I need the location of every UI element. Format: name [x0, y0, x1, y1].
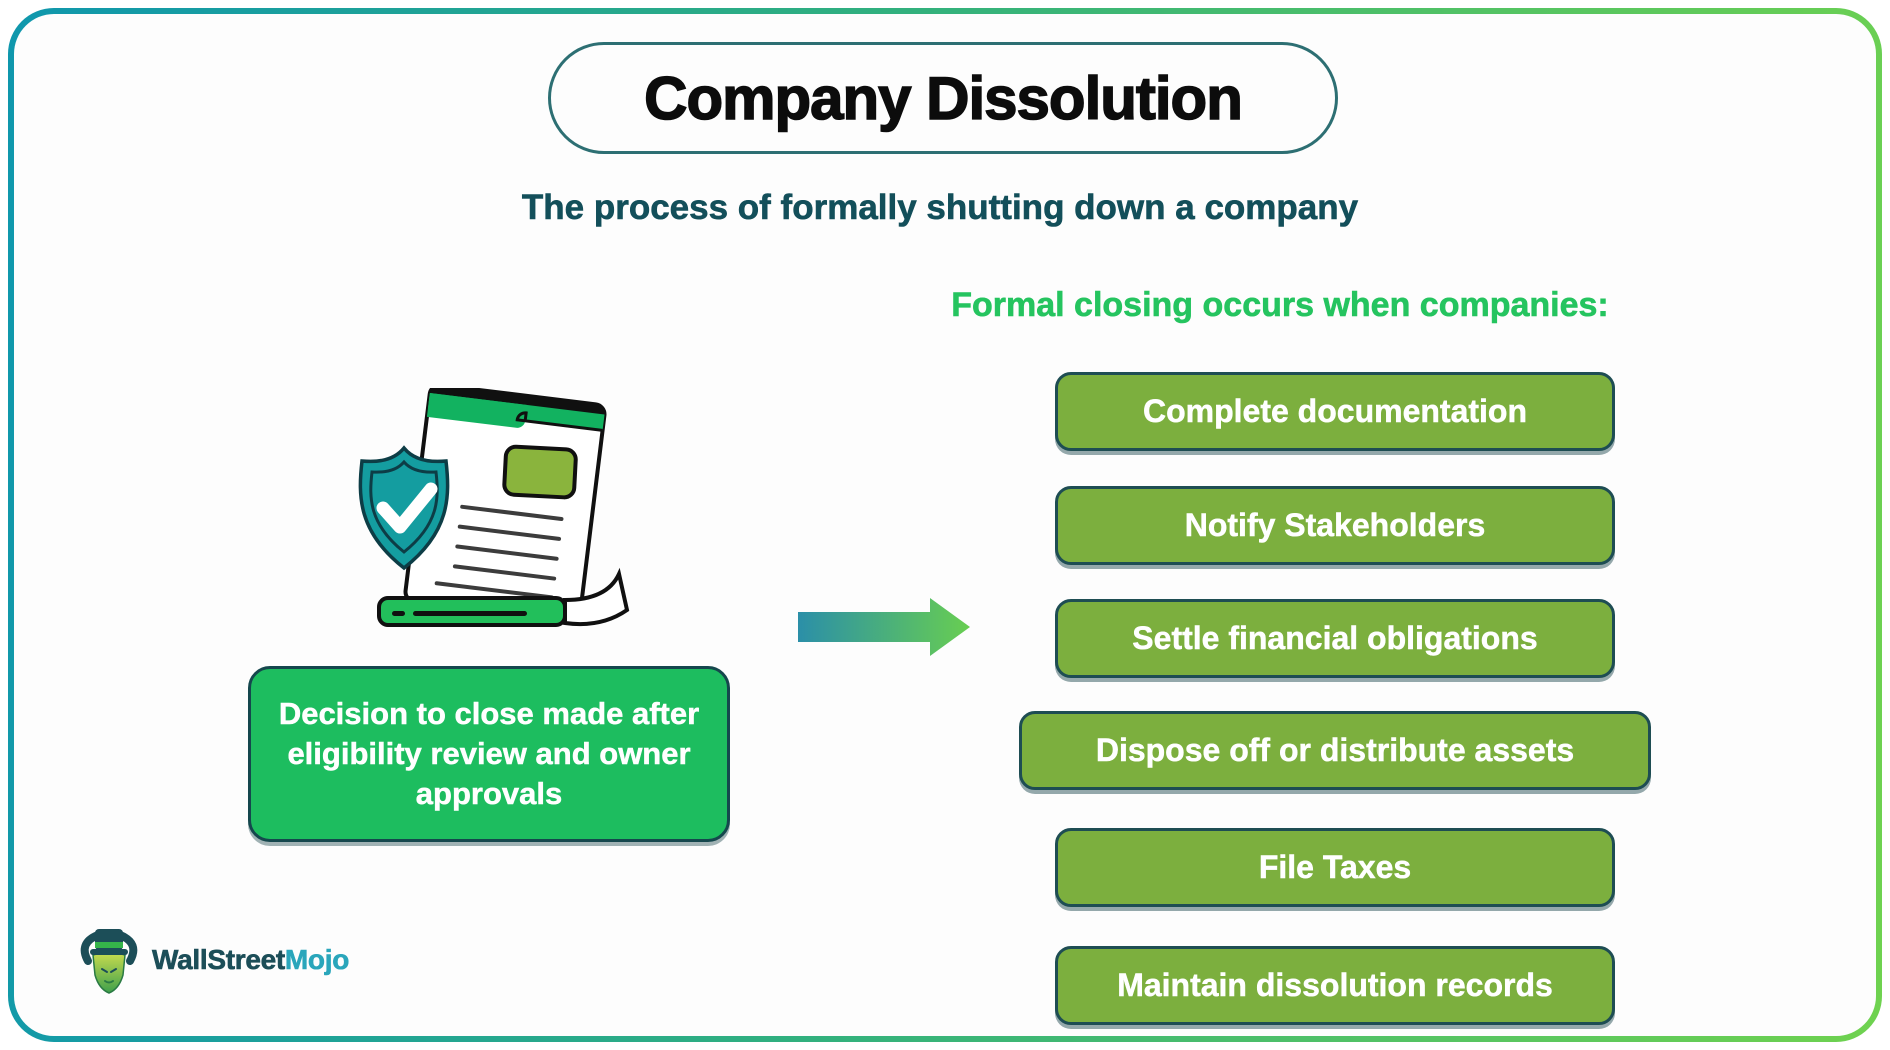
document-sheet [403, 388, 607, 623]
flow-arrow-icon [798, 598, 970, 656]
checklist-item-maintain-dissolution-records: Maintain dissolution records [1055, 946, 1615, 1025]
verified-document-icon [358, 388, 630, 627]
page-title: Company Dissolution [643, 64, 1243, 133]
shield-check-icon [358, 445, 450, 571]
brand-name-secondary: Mojo [284, 944, 350, 976]
checklist-heading: Formal closing occurs when companies: [951, 286, 1609, 325]
checklist-item-notify-stakeholders: Notify Stakeholders [1055, 486, 1615, 565]
decision-note-box: Decision to close made after eligibility… [248, 666, 730, 842]
checklist-item-settle-financial-obligations: Settle financial obligations [1055, 599, 1615, 678]
brand-name: WallStreetMojo [152, 944, 350, 976]
checklist-item-dispose-or-distribute-assets: Dispose off or distribute assets [1019, 711, 1651, 790]
page-subtitle: The process of formally shutting down a … [521, 188, 1359, 228]
checkmark-icon [376, 482, 438, 534]
brand-name-primary: WallStreet [152, 944, 286, 976]
page-curl [563, 567, 630, 627]
brand-logo: WallStreetMojo [76, 922, 350, 998]
document-base [377, 596, 567, 627]
title-capsule: Company Dissolution [548, 42, 1338, 154]
checklist-item-file-taxes: File Taxes [1055, 828, 1615, 907]
checklist-item-complete-documentation: Complete documentation [1055, 372, 1615, 451]
document-tag [502, 444, 578, 500]
bull-mascot-icon [80, 929, 138, 994]
